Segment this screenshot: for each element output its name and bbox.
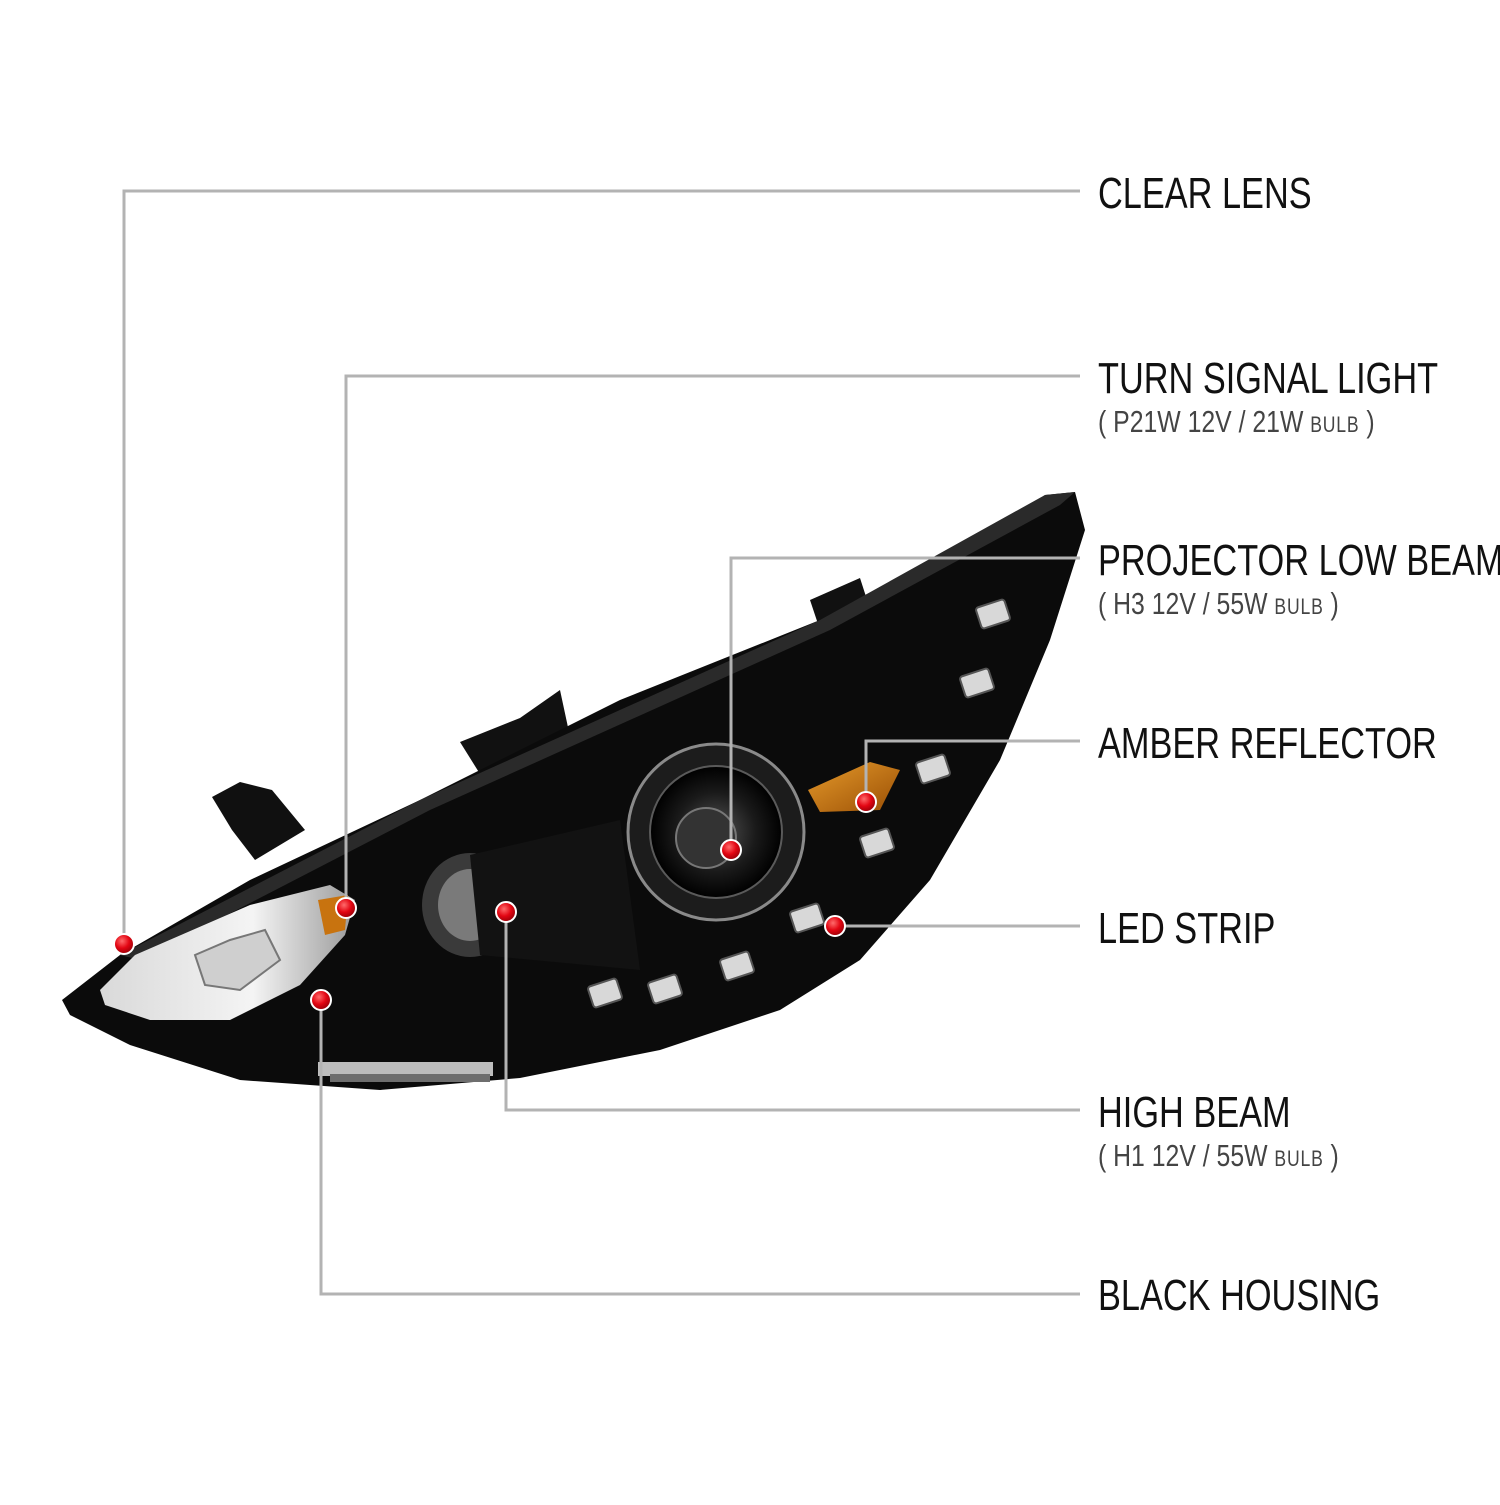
red-dot-icon	[720, 839, 742, 861]
marker-dots	[113, 791, 877, 1011]
red-dot-icon	[855, 791, 877, 813]
leader-lines	[122, 189, 1080, 1296]
callout-title: PROJECTOR LOW BEAM	[1098, 536, 1500, 585]
callout-title: BLACK HOUSING	[1098, 1271, 1381, 1320]
callout-clear-lens: CLEAR LENS	[1098, 170, 1372, 218]
callout-spec: ( P21W 12V / 21W BULB )	[1098, 404, 1375, 439]
callout-title: CLEAR LENS	[1098, 169, 1312, 218]
red-dot-icon	[824, 915, 846, 937]
callout-projector-low-beam: PROJECTOR LOW BEAM ( H3 12V / 55W BULB )	[1098, 537, 1500, 624]
leader-line-projector-low-beam	[729, 556, 1080, 850]
callout-amber-reflector: AMBER REFLECTOR	[1098, 720, 1500, 768]
callout-high-beam: HIGH BEAM ( H1 12V / 55W BULB )	[1098, 1089, 1399, 1176]
headlight-assembly-icon	[62, 492, 1085, 1090]
callout-title: HIGH BEAM	[1098, 1088, 1291, 1137]
callout-title: TURN SIGNAL LIGHT	[1098, 354, 1439, 403]
red-dot-icon	[495, 901, 517, 923]
callout-spec: ( H3 12V / 55W BULB )	[1098, 586, 1339, 621]
callout-spec: ( H1 12V / 55W BULB )	[1098, 1138, 1339, 1173]
red-dot-icon	[113, 933, 135, 955]
callout-black-housing: BLACK HOUSING	[1098, 1272, 1460, 1320]
callout-title: AMBER REFLECTOR	[1098, 719, 1437, 768]
callout-turn-signal: TURN SIGNAL LIGHT ( P21W 12V / 21W BULB …	[1098, 355, 1500, 442]
leader-line-turn-signal	[344, 374, 1080, 908]
callout-title: LED STRIP	[1098, 904, 1276, 953]
leader-line-high-beam	[504, 912, 1080, 1112]
callout-led-strip: LED STRIP	[1098, 905, 1325, 953]
leader-line-amber-reflector	[864, 739, 1080, 802]
leader-line-black-housing	[319, 1000, 1080, 1296]
red-dot-icon	[310, 989, 332, 1011]
red-dot-icon	[335, 897, 357, 919]
leader-line-clear-lens	[122, 189, 1080, 944]
